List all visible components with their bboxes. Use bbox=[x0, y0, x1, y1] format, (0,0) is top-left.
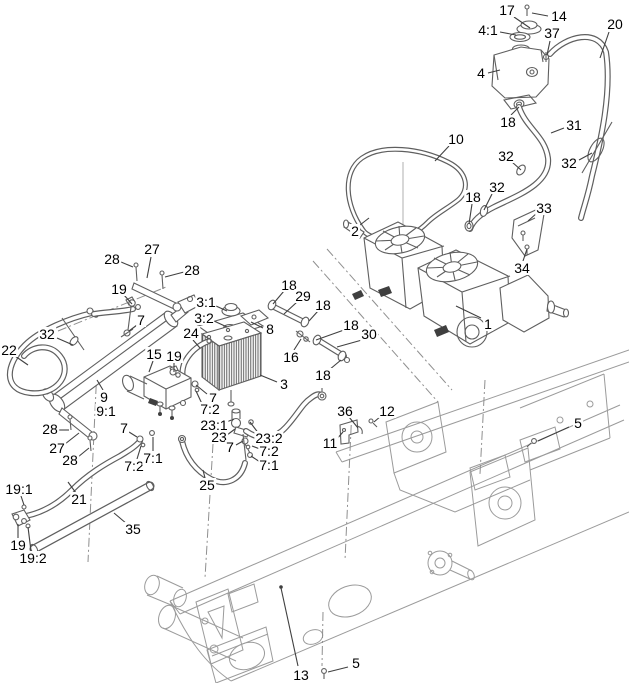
leader-line-32 bbox=[56, 337, 74, 346]
leader-line-4 bbox=[487, 69, 501, 74]
leader-line-1 bbox=[455, 305, 482, 319]
clamp-18-b bbox=[300, 316, 310, 328]
leader-line-32 bbox=[483, 193, 493, 211]
leader-line-18 bbox=[468, 203, 473, 225]
hose-21 bbox=[11, 430, 155, 529]
bracket-33 bbox=[511, 207, 545, 257]
leader-line-13 bbox=[280, 587, 299, 667]
leader-line-18 bbox=[328, 359, 342, 371]
leader-line-5 bbox=[537, 426, 570, 442]
fitting-7-hose21 bbox=[136, 435, 144, 443]
washer-7-2-hose21 bbox=[140, 442, 146, 448]
screw-28-d bbox=[87, 435, 93, 441]
leader-line-7 bbox=[235, 440, 244, 446]
bracket-11 bbox=[339, 419, 359, 445]
leader-line-3 bbox=[259, 374, 278, 383]
plate-8 bbox=[239, 309, 270, 326]
leader-line-7:2 bbox=[195, 390, 204, 407]
leader-line-25 bbox=[202, 469, 206, 479]
leader-line-3:1 bbox=[215, 305, 228, 312]
leader-line-4:1 bbox=[499, 31, 517, 36]
screw-28-a bbox=[133, 262, 139, 268]
leader-line-5 bbox=[327, 666, 349, 673]
leader-line-28 bbox=[77, 447, 90, 458]
hydraulic-reservoir bbox=[491, 4, 550, 110]
leader-line-18 bbox=[308, 310, 319, 322]
leader-line-28 bbox=[164, 271, 185, 278]
leader-line-33 bbox=[527, 212, 538, 222]
leader-line-19:2 bbox=[27, 526, 32, 552]
leader-line-18 bbox=[510, 106, 520, 116]
leader-line-30 bbox=[336, 339, 363, 348]
bracket-11-group bbox=[339, 418, 378, 445]
leader-line-28 bbox=[120, 261, 134, 268]
leader-line-21 bbox=[67, 481, 77, 494]
leader-line-10 bbox=[434, 145, 450, 162]
leader-line-27 bbox=[64, 432, 80, 445]
screw-5-bottom bbox=[321, 668, 327, 674]
hose-25 bbox=[177, 433, 247, 482]
leader-line-8 bbox=[250, 321, 264, 329]
tie-rod-27-upper bbox=[131, 262, 182, 312]
pump-assembly bbox=[342, 207, 570, 348]
chassis-frame bbox=[144, 349, 629, 683]
leader-line-2 bbox=[359, 217, 370, 226]
screw-5-right bbox=[531, 438, 537, 444]
leader-line-31 bbox=[550, 127, 565, 134]
leader-line-7:2 bbox=[251, 445, 261, 450]
screw-12 bbox=[368, 418, 374, 424]
leader-line-12 bbox=[373, 415, 382, 423]
leader-line-27 bbox=[146, 256, 152, 279]
washer-7-2-valve bbox=[194, 387, 200, 393]
screw-28-b bbox=[159, 270, 165, 276]
leader-line-15 bbox=[148, 360, 154, 373]
leader-line-18 bbox=[315, 329, 345, 341]
leader-line-37 bbox=[546, 40, 551, 56]
frame-point-13 bbox=[279, 585, 283, 589]
steering-valve-15 bbox=[122, 365, 200, 420]
leader-line-11 bbox=[335, 431, 344, 441]
hardware bbox=[279, 438, 537, 679]
leader-line-17 bbox=[513, 16, 531, 29]
leader-line-36 bbox=[348, 416, 359, 429]
leader-line-22 bbox=[14, 355, 29, 366]
tie-rod-27-lower bbox=[58, 407, 98, 452]
screw-28-c bbox=[67, 414, 73, 420]
leader-line-23:2 bbox=[249, 421, 260, 435]
leader-line-7 bbox=[128, 431, 138, 438]
leader-line-16 bbox=[293, 338, 302, 351]
clamp-32-lower bbox=[479, 205, 489, 217]
leader-line-19 bbox=[123, 294, 133, 305]
leader-line-34 bbox=[522, 248, 528, 262]
hose-26 bbox=[246, 388, 327, 438]
leader-line-20 bbox=[599, 31, 610, 59]
oil-cooler-3 bbox=[196, 302, 270, 407]
nut-7-1-hose21 bbox=[149, 430, 155, 436]
leader-line-14 bbox=[531, 12, 549, 17]
steering-cylinder-9 bbox=[41, 262, 201, 452]
leader-line-32 bbox=[578, 152, 593, 161]
leader-line-19:1 bbox=[20, 495, 25, 506]
leader-line-35 bbox=[113, 512, 128, 525]
leader-line-7 bbox=[128, 324, 138, 332]
leader-line-18 bbox=[272, 290, 285, 305]
leader-line-3:2 bbox=[213, 320, 228, 328]
leader-line-24 bbox=[192, 339, 201, 349]
leader-line-7:1 bbox=[250, 455, 261, 463]
leader-line-7 bbox=[195, 384, 208, 395]
leader-line-23 bbox=[226, 428, 236, 436]
leader-line-32 bbox=[511, 161, 522, 171]
leader-line-29 bbox=[283, 301, 298, 315]
leader-line-23:1 bbox=[223, 418, 235, 424]
leader-line-9 bbox=[96, 379, 104, 391]
clip-36 bbox=[356, 425, 363, 435]
hose-20 bbox=[550, 37, 613, 218]
washer-7-2-mid bbox=[245, 444, 251, 450]
leader-line-7:2 bbox=[136, 445, 142, 460]
drive-belt bbox=[348, 149, 465, 238]
clamp-32-left bbox=[69, 336, 79, 346]
reservoir-tank-4 bbox=[491, 46, 550, 99]
